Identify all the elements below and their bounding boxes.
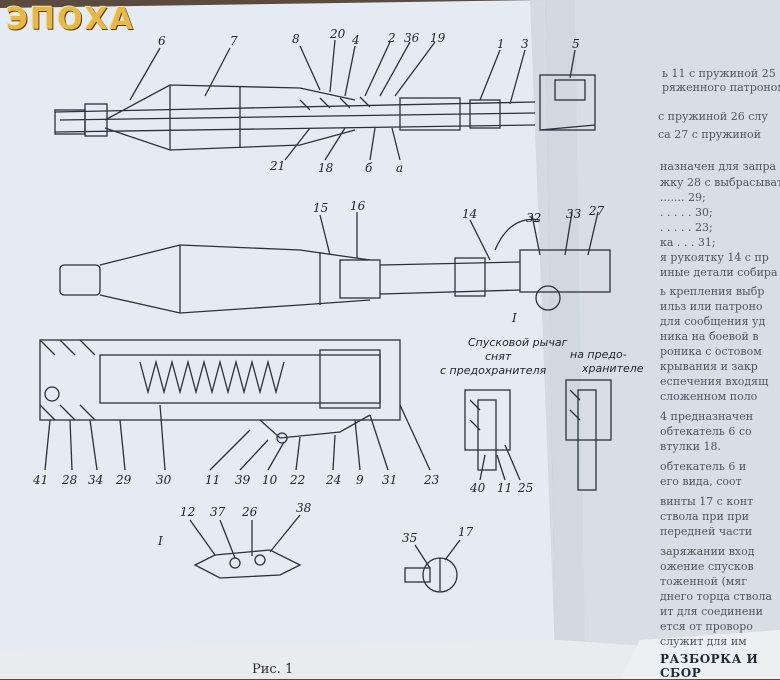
right-line: ствола при при [660, 510, 750, 523]
lever-safe-line2: хранителе [581, 362, 644, 375]
callout-21: 21 [269, 159, 285, 173]
right-line: ....... 29; [660, 191, 706, 204]
right-line: еспечения входящ [660, 375, 769, 388]
callout-2: 2 [387, 31, 396, 45]
right-line: с пружиной 26 слу [658, 110, 768, 123]
right-line: ильз или патроно [660, 300, 763, 313]
callout-24: 24 [325, 473, 341, 487]
right-line: ожение спусков [660, 560, 754, 573]
right-line: ка . . . 31; [660, 236, 716, 249]
callout-25: 25 [517, 481, 533, 495]
callout-5: 5 [572, 37, 580, 51]
right-line: 4 предназначен [660, 410, 754, 423]
callout-8: 8 [292, 32, 300, 46]
callout-I-detail: I [157, 534, 163, 548]
callout-22: 22 [289, 473, 305, 487]
bottom-sheet [0, 640, 700, 679]
callout-6: 6 [158, 34, 166, 48]
right-line: для сообщения уд [660, 315, 766, 328]
section-heading: РАЗБОРКА И СБОР [660, 652, 759, 680]
callout-27: 27 [588, 204, 605, 218]
callout-1: 1 [497, 37, 505, 51]
right-line: винты 17 с конт [660, 495, 754, 508]
callout-39: 39 [235, 473, 251, 487]
right-line: ит для соединени [660, 605, 764, 618]
right-line: ь 11 с пружиной 25 [662, 67, 776, 80]
right-line: . . . . . 30; [660, 206, 713, 219]
right-line: роника с остовом [660, 345, 762, 358]
right-line: тоженной (мяг [660, 575, 748, 588]
callout-10: 10 [262, 473, 278, 487]
middle-external-drawing [59, 211, 611, 314]
right-line: обтекатель 6 и [660, 460, 747, 473]
lever-removed-line1: снят [485, 350, 512, 363]
figure-caption: Рис. 1 [252, 662, 294, 677]
callout-11: 11 [205, 473, 220, 487]
callout-33: 33 [566, 207, 582, 221]
callout-12: 12 [180, 505, 195, 519]
callout-a: а [396, 161, 403, 175]
callout-23: 23 [423, 473, 440, 487]
right-line: ется от проворо [660, 620, 753, 633]
right-line: заряжании вход [660, 545, 755, 558]
callout-7: 7 [230, 34, 238, 48]
callout-30: 30 [156, 473, 172, 487]
detail-I-drawing [189, 514, 302, 579]
callout-37: 37 [210, 505, 226, 519]
right-line: сложенном поло [660, 390, 758, 403]
lever-title: Спусковой рычаг [468, 336, 568, 349]
right-line: крывания и закр [660, 360, 758, 373]
callout-40: 40 [469, 481, 486, 495]
callout-36: 36 [404, 31, 420, 45]
callout-38: 38 [296, 501, 312, 515]
pin-detail-drawing [404, 539, 461, 593]
callout-35: 35 [402, 531, 417, 545]
callout-4: 4 [351, 33, 360, 47]
section-drawing [39, 339, 431, 471]
right-line: я рукоятку 14 с пр [660, 251, 769, 264]
callout-16: 16 [350, 199, 366, 213]
callout-29: 29 [115, 473, 132, 487]
right-line: . . . . . 23; [660, 221, 713, 234]
lever-removed-line2: с предохранителя [440, 364, 547, 377]
callout-26: 26 [241, 505, 258, 519]
right-line: обтекатель 6 со [660, 425, 752, 438]
callout-3: 3 [521, 37, 529, 51]
top-section-drawing [54, 39, 596, 161]
callout-11b: 11 [497, 481, 512, 495]
watermark-logo: ЭПОХА [6, 2, 135, 37]
right-line: са 27 с пружиной [658, 128, 761, 141]
callout-34: 34 [88, 473, 103, 487]
right-line: днего торца ствола [660, 590, 772, 603]
right-line: ника на боевой в [660, 330, 759, 343]
right-line: назначен для запра [660, 160, 777, 173]
callout-18: 18 [318, 161, 334, 175]
callout-15: 15 [313, 201, 328, 215]
callout-labels: 6 7 8 20 4 2 36 19 1 3 5 21 18 б а 15 16… [32, 27, 644, 548]
callout-I-marker: I [511, 311, 517, 325]
callout-9: 9 [356, 473, 364, 487]
right-line: его вида, соот [660, 475, 742, 488]
lever-safe-line1: на предо- [570, 348, 627, 361]
right-line: жку 28 с выбрасыват [660, 176, 780, 189]
callout-31: 31 [382, 473, 397, 487]
right-line: передней части [660, 525, 753, 538]
callout-14: 14 [462, 207, 477, 221]
left-page [0, 0, 555, 660]
right-line: иные детали собира [660, 266, 778, 279]
callout-41: 41 [32, 473, 48, 487]
callout-32: 32 [526, 211, 541, 225]
right-line: втулки 18. [660, 440, 721, 453]
right-line: ь крепления выбр [660, 285, 765, 298]
callout-28: 28 [61, 473, 78, 487]
lever-detail-drawing [464, 379, 612, 491]
right-line: служит для им [660, 635, 747, 648]
callout-17: 17 [458, 525, 474, 539]
callout-20: 20 [329, 27, 346, 41]
right-line: ряженного патроном [662, 81, 780, 94]
callout-b: б [365, 161, 373, 175]
callout-19: 19 [430, 31, 446, 45]
right-page [545, 0, 780, 679]
